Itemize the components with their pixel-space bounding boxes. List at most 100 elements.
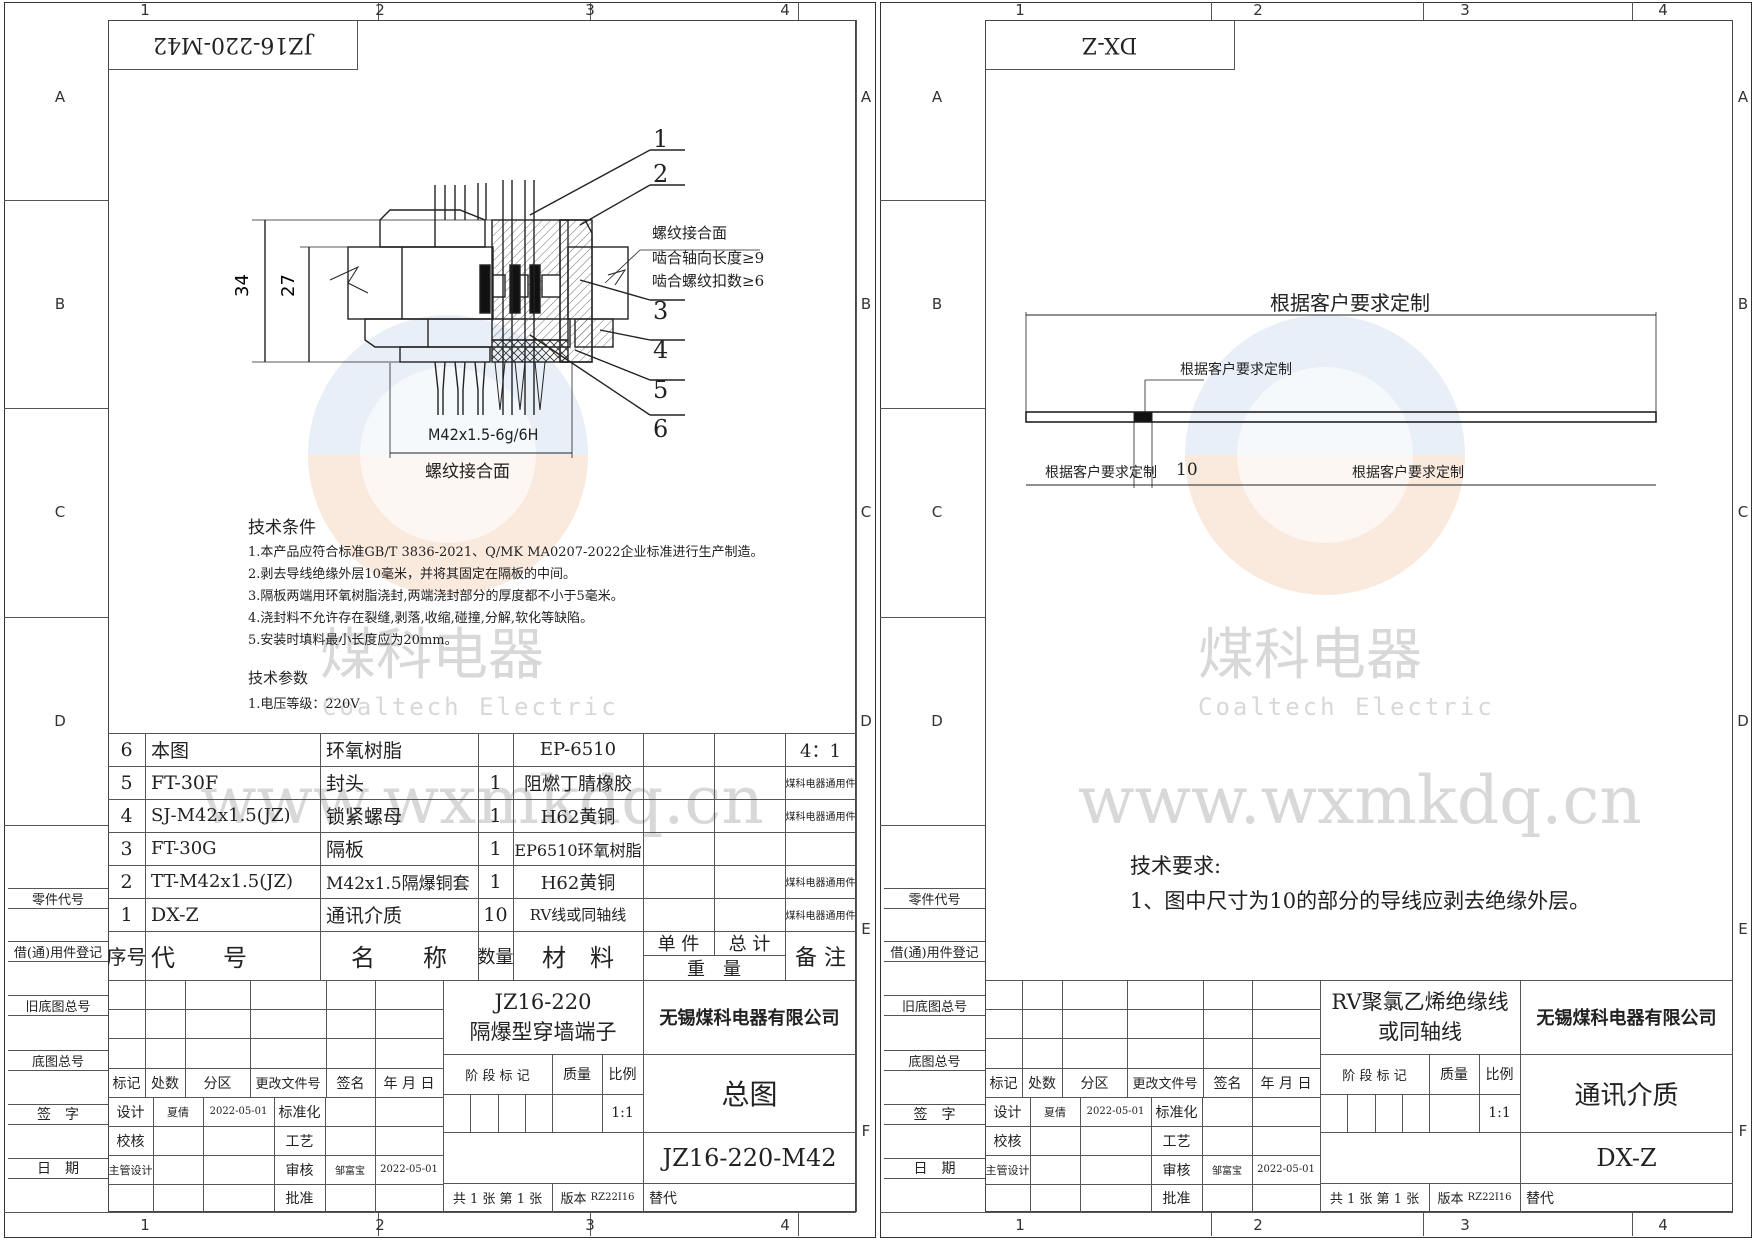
corner-code-box: JZ16-220-M42 <box>108 20 358 70</box>
bom-header-name: 名 称 <box>351 944 447 972</box>
standardize-label: 标准化 <box>1155 1104 1198 1121</box>
review-label: 审核 <box>1162 1162 1191 1179</box>
callout-4: 4 <box>653 336 669 364</box>
thread-spec-label: M42x1.5-6g/6H <box>428 425 539 444</box>
bom-no: 1 <box>120 903 133 926</box>
bom-header-unit-weight: 单 件 <box>657 934 700 955</box>
bom-no: 6 <box>120 738 133 761</box>
side-label-part-code: 零件代号 <box>31 892 84 908</box>
callout-5: 5 <box>653 376 669 404</box>
overall-length-dim: 根据客户要求定制 <box>1270 291 1430 315</box>
dim-34: 34 <box>232 274 253 297</box>
zone-col-4: 4 <box>1658 1 1668 19</box>
zone-row-B-right: B <box>860 295 872 313</box>
product-name-cell: RV聚氯乙烯绝缘线 或同轴线 <box>1320 980 1520 1054</box>
bom-name: 封头 <box>326 773 365 795</box>
design-label: 设计 <box>993 1104 1022 1121</box>
zone-col-2: 2 <box>375 1 385 19</box>
zone-col-3: 3 <box>1460 1 1470 19</box>
corner-code-text: DX-Z <box>1081 32 1138 57</box>
side-label-part-code: 零件代号 <box>908 892 961 908</box>
annotation-engage-length: 啮合轴向长度≥9 <box>652 249 765 267</box>
reviewer-name: 邹富宝 <box>335 1166 365 1177</box>
product-name-cell: JZ16-220 隔爆型穿墙端子 <box>443 980 643 1054</box>
bom-header-total-weight: 总 计 <box>728 934 771 955</box>
side-label-borrow-register: 借(通)用件登记 <box>890 945 979 961</box>
zone-col-1-bottom: 1 <box>140 1216 150 1234</box>
left-inner-frame <box>108 20 856 1212</box>
stage-mark-label: 阶 段 标 记 <box>465 1068 530 1084</box>
zone-divider <box>798 2 799 20</box>
check-label: 校核 <box>116 1133 145 1150</box>
right-inner-frame <box>985 20 1733 1212</box>
bom-qty: 10 <box>483 903 508 926</box>
left-drawing-sheet <box>4 2 876 1238</box>
zone-divider <box>880 617 985 618</box>
zone-divider <box>4 617 108 618</box>
side-label-borrow-register: 借(通)用件登记 <box>13 945 103 961</box>
approve-label: 批准 <box>1162 1191 1191 1207</box>
bom-code: TT-M42x1.5(JZ) <box>151 871 293 892</box>
side-label-old-base-no: 旧底图总号 <box>901 999 967 1015</box>
tech-condition-1: 1.本产品应符合标准GB/T 3836-2021、Q/MK MA0207-202… <box>248 545 764 560</box>
bom-header-code: 代 号 <box>151 944 247 972</box>
annotation-thread-face: 螺纹接合面 <box>652 224 728 242</box>
tech-param-1: 1.电压等级：220V <box>248 697 360 712</box>
bom-material: H62黄铜 <box>540 872 616 894</box>
side-label-signature: 签 字 <box>37 1107 79 1123</box>
zone-col-3-bottom: 3 <box>585 1216 595 1234</box>
zone-row-C-right: C <box>860 503 872 521</box>
callout-2: 2 <box>653 160 669 188</box>
corner-code-text: JZ16-220-M42 <box>152 32 313 57</box>
side-label-signature: 签 字 <box>913 1107 956 1123</box>
terminal-assembly-drawing: 34 27 <box>232 149 760 458</box>
reviewer-name: 邹富宝 <box>1212 1166 1242 1177</box>
tech-condition-5: 5.安装时填料最小长度应为20mm。 <box>248 633 458 648</box>
scale-label: 比例 <box>608 1067 637 1083</box>
zone-row-D: D <box>54 712 66 730</box>
strip-note: 根据客户要求定制 <box>1180 362 1292 378</box>
bom-material: H62黄铜 <box>540 806 616 828</box>
designer-name: 夏倩 <box>167 1105 189 1119</box>
drawing-name: 通讯介质 <box>1574 1080 1679 1111</box>
tech-params-title: 技术参数 <box>248 669 309 687</box>
bom-remark: 煤科电器通用件 <box>785 911 856 922</box>
zone-col-2-bottom: 2 <box>375 1216 385 1234</box>
review-date: 2022-05-01 <box>1257 1164 1315 1175</box>
bom-qty: 1 <box>489 804 502 827</box>
bottom-zone-line <box>880 1212 1733 1213</box>
zone-row-E-right: E <box>861 920 871 938</box>
zone-row-D: D <box>931 712 943 730</box>
side-label-base-no: 底图总号 <box>908 1054 961 1070</box>
version-cell: 版本 RZ22I16 <box>1429 1183 1520 1212</box>
zone-divider <box>1423 1212 1424 1236</box>
check-label: 校核 <box>993 1133 1022 1150</box>
callout-1: 1 <box>653 125 669 153</box>
side-register-strip: 零件代号 借(通)用件登记 旧底图总号 底图总号 签 字 日 期 <box>884 888 985 1212</box>
rev-header-count: 处数 <box>1028 1075 1056 1092</box>
product-name: 或同轴线 <box>1378 1020 1462 1044</box>
rev-header-date: 年 月 日 <box>1260 1075 1312 1092</box>
zone-col-2-bottom: 2 <box>1253 1216 1263 1234</box>
side-register-strip: 零件代号 借(通)用件登记 旧底图总号 底图总号 签 字 日 期 <box>8 888 108 1212</box>
zone-divider <box>880 200 985 201</box>
mass-label: 质量 <box>563 1067 591 1083</box>
zone-row-E-right: E <box>1738 920 1748 938</box>
bom-remark: 煤科电器通用件 <box>785 812 856 823</box>
zone-col-3: 3 <box>585 1 595 19</box>
zone-col-4-bottom: 4 <box>780 1216 790 1234</box>
bom-header-qty: 数量 <box>478 946 513 968</box>
bom-row: 2 TT-M42x1.5(JZ) M42x1.5隔爆铜套 1 H62黄铜 煤科电… <box>108 865 856 898</box>
zone-row-F-right: F <box>861 1122 871 1140</box>
bom-header-remark: 备 注 <box>795 945 846 971</box>
process-label: 工艺 <box>285 1133 314 1150</box>
drawing-number: JZ16-220-M42 <box>662 1143 837 1172</box>
bom-remark <box>785 832 856 865</box>
tech-conditions-title: 技术条件 <box>248 518 316 538</box>
zone-row-A: A <box>54 88 66 106</box>
left-length-dim: 根据客户要求定制 <box>1045 465 1157 481</box>
zone-row-C: C <box>54 503 66 521</box>
bom-qty: 1 <box>489 771 502 794</box>
zone-divider <box>1211 1212 1212 1236</box>
bom-qty: 1 <box>489 837 502 860</box>
